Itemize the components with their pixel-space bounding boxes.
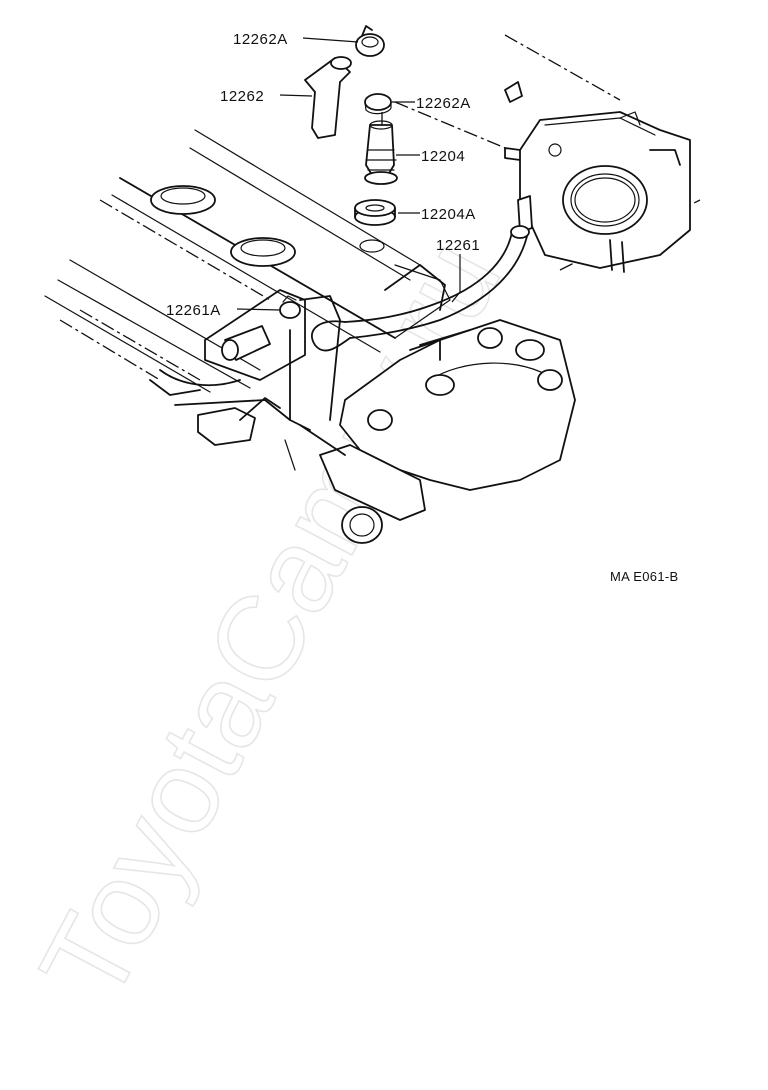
- throttle-body-drawing: [504, 34, 701, 273]
- leader-12262: [279, 94, 313, 97]
- grommet-12204A: [354, 199, 396, 226]
- part-label-12261A: 12261A: [166, 302, 221, 319]
- part-label-12204: 12204: [421, 148, 465, 165]
- part-label-12262A-top: 12262A: [233, 31, 288, 48]
- valve-cover-drawing: [44, 129, 451, 471]
- part-label-12261: 12261: [436, 237, 480, 254]
- leader-12261A: [236, 308, 281, 311]
- clamp-12262A-mid: [364, 93, 392, 115]
- pcv-valve-12204: [364, 120, 398, 185]
- reference-code: MA E061-B: [610, 569, 678, 584]
- ventilation-hose-12261: [311, 225, 530, 352]
- distributor-drawing: [299, 319, 576, 544]
- part-label-12204A: 12204A: [421, 206, 476, 223]
- leader-12262A-top: [302, 37, 359, 43]
- alignment-line-throttle: [394, 101, 511, 151]
- clamp-12262A-top: [355, 25, 385, 57]
- hose-12262: [304, 56, 352, 139]
- part-label-12262: 12262: [220, 88, 264, 105]
- leader-12261: [451, 254, 461, 303]
- part-label-12262A-mid: 12262A: [416, 95, 471, 112]
